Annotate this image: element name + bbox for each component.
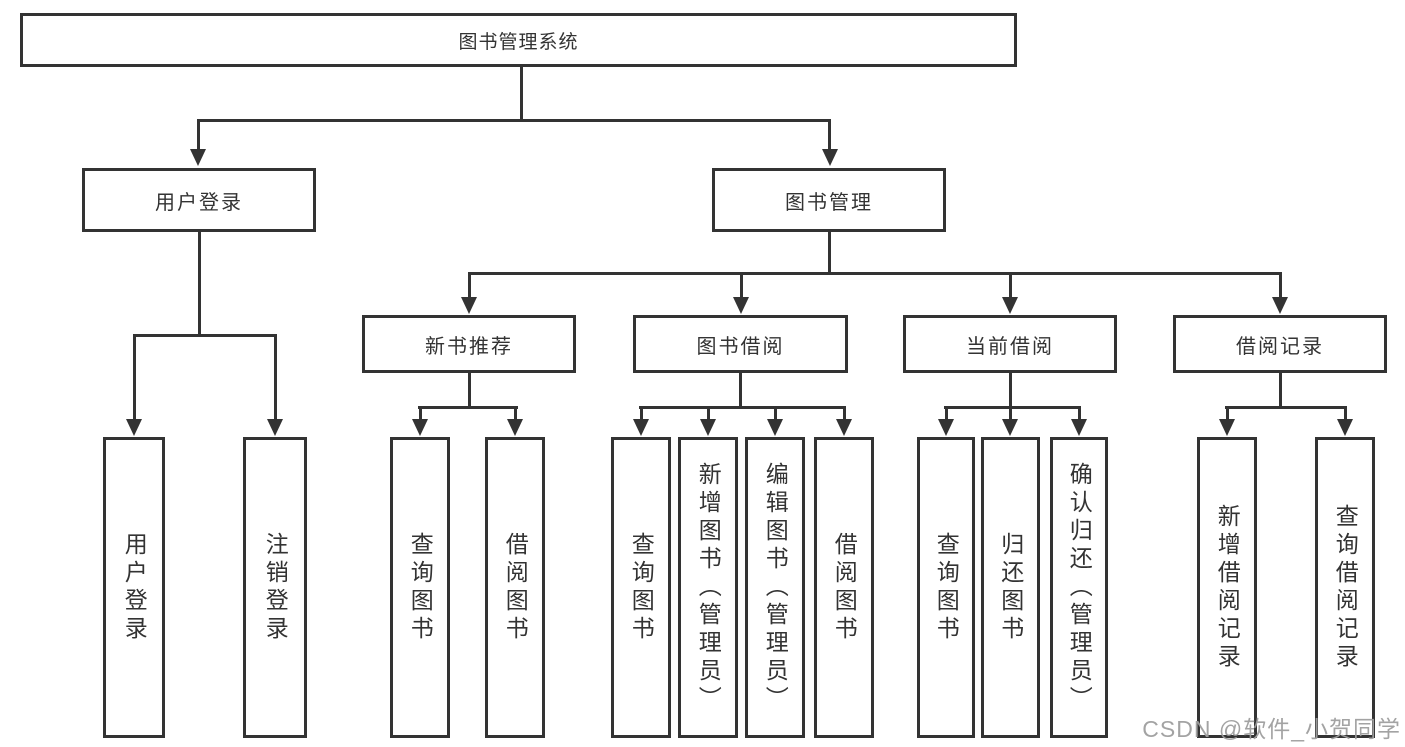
- node-new-book-recommend-label: 新书推荐: [425, 335, 513, 358]
- connector-leaf-stem: [945, 406, 948, 422]
- connector-leaf-stem: [514, 406, 517, 422]
- arrow-down-book-mgmt: [822, 149, 838, 166]
- leaf-add-borrow-record: 新增借阅记录: [1197, 437, 1257, 738]
- node-new-book-recommend: 新书推荐: [362, 315, 576, 373]
- arrow-down-leaf: [767, 419, 783, 436]
- arrow-down-leaf: [1071, 419, 1087, 436]
- connector-bb-rail: [639, 406, 846, 409]
- connector-leaf-stem: [133, 334, 136, 420]
- arrow-down-leaf: [700, 419, 716, 436]
- connector-book-mgmt-rail: [468, 272, 1282, 275]
- arrow-down-leaf: [1002, 419, 1018, 436]
- connector-leaf-stem: [274, 334, 277, 420]
- connector-root-rail: [197, 119, 831, 122]
- leaf-logout-label: 注销登录: [262, 531, 289, 644]
- node-book-borrowing: 图书借阅: [633, 315, 848, 373]
- connector-l3-stem: [740, 272, 743, 298]
- node-book-management: 图书管理: [712, 168, 946, 232]
- node-user-login-label: 用户登录: [155, 191, 243, 214]
- node-current-borrowing: 当前借阅: [903, 315, 1117, 373]
- connector-leaf-stem: [707, 406, 710, 422]
- arrow-down-leaf: [267, 419, 283, 436]
- arrow-down-l3: [461, 297, 477, 314]
- connector-user-login-down: [198, 230, 201, 336]
- connector-book-mgmt-stem: [828, 119, 831, 151]
- connector-book-mgmt-down: [828, 230, 831, 274]
- connector-cb-rail: [944, 406, 1081, 409]
- node-current-borrowing-label: 当前借阅: [966, 335, 1054, 358]
- leaf-query-books-borrowing-label: 查询图书: [628, 531, 655, 644]
- leaf-user-login: 用户登录: [103, 437, 165, 738]
- leaf-query-books-current: 查询图书: [917, 437, 975, 738]
- connector-cb-down: [1009, 371, 1012, 409]
- connector-leaf-stem: [1226, 406, 1229, 422]
- connector-nbr-down: [468, 371, 471, 409]
- leaf-confirm-return-admin: 确认归还（管理员）: [1050, 437, 1108, 738]
- node-book-management-label: 图书管理: [785, 191, 873, 214]
- leaf-borrow-books-recommend-label: 借阅图书: [502, 531, 529, 644]
- csdn-watermark: CSDN @软件_小贺同学: [1142, 716, 1401, 742]
- leaf-query-borrow-record-label: 查询借阅记录: [1332, 503, 1359, 672]
- node-root-label: 图书管理系统: [458, 31, 579, 53]
- arrow-down-leaf: [938, 419, 954, 436]
- arrow-down-l3: [733, 297, 749, 314]
- node-borrowing-records: 借阅记录: [1173, 315, 1387, 373]
- arrow-down-leaf: [633, 419, 649, 436]
- leaf-query-books-current-label: 查询图书: [933, 531, 960, 644]
- arrow-down-leaf: [1337, 419, 1353, 436]
- arrow-down-leaf: [507, 419, 523, 436]
- connector-leaf-stem: [774, 406, 777, 422]
- connector-user-login-rail: [133, 334, 277, 337]
- leaf-query-books-borrowing: 查询图书: [611, 437, 671, 738]
- connector-l3-stem: [1279, 272, 1282, 298]
- leaf-edit-books-admin: 编辑图书（管理员）: [745, 437, 805, 738]
- node-book-borrowing-label: 图书借阅: [696, 335, 785, 358]
- connector-leaf-stem: [419, 406, 422, 422]
- leaf-query-books-recommend-label: 查询图书: [407, 531, 434, 644]
- connector-br-rail: [1225, 406, 1347, 409]
- connector-bb-down: [739, 371, 742, 409]
- leaf-add-books-admin: 新增图书（管理员）: [678, 437, 738, 738]
- leaf-query-books-recommend: 查询图书: [390, 437, 450, 738]
- connector-root-stem: [520, 66, 523, 121]
- connector-leaf-stem: [1009, 406, 1012, 422]
- connector-user-login-stem: [197, 119, 200, 151]
- leaf-return-books: 归还图书: [981, 437, 1040, 738]
- arrow-down-l3: [1002, 297, 1018, 314]
- connector-l3-stem: [468, 272, 471, 298]
- leaf-edit-books-admin-label: 编辑图书（管理员）: [762, 461, 789, 714]
- arrow-down-user-login: [190, 149, 206, 166]
- arrow-down-leaf: [126, 419, 142, 436]
- leaf-borrow-books-recommend: 借阅图书: [485, 437, 545, 738]
- leaf-logout: 注销登录: [243, 437, 307, 738]
- leaf-borrow-books-borrowing: 借阅图书: [814, 437, 874, 738]
- connector-leaf-stem: [843, 406, 846, 422]
- leaf-return-books-label: 归还图书: [997, 531, 1024, 644]
- arrow-down-leaf: [412, 419, 428, 436]
- connector-leaf-stem: [1078, 406, 1081, 422]
- connector-br-down: [1279, 371, 1282, 409]
- node-user-login: 用户登录: [82, 168, 316, 232]
- node-root: 图书管理系统: [20, 13, 1017, 67]
- connector-l3-stem: [1009, 272, 1012, 298]
- arrow-down-leaf: [1219, 419, 1235, 436]
- leaf-user-login-label: 用户登录: [121, 531, 148, 644]
- leaf-confirm-return-admin-label: 确认归还（管理员）: [1066, 461, 1093, 714]
- connector-leaf-stem: [640, 406, 643, 422]
- arrow-down-l3: [1272, 297, 1288, 314]
- leaf-query-borrow-record: 查询借阅记录: [1315, 437, 1375, 738]
- node-borrowing-records-label: 借阅记录: [1236, 335, 1324, 358]
- leaf-add-borrow-record-label: 新增借阅记录: [1214, 503, 1241, 672]
- leaf-add-books-admin-label: 新增图书（管理员）: [695, 461, 722, 714]
- connector-leaf-stem: [1344, 406, 1347, 422]
- arrow-down-leaf: [836, 419, 852, 436]
- connector-nbr-rail: [418, 406, 518, 409]
- leaf-borrow-books-borrowing-label: 借阅图书: [831, 531, 858, 644]
